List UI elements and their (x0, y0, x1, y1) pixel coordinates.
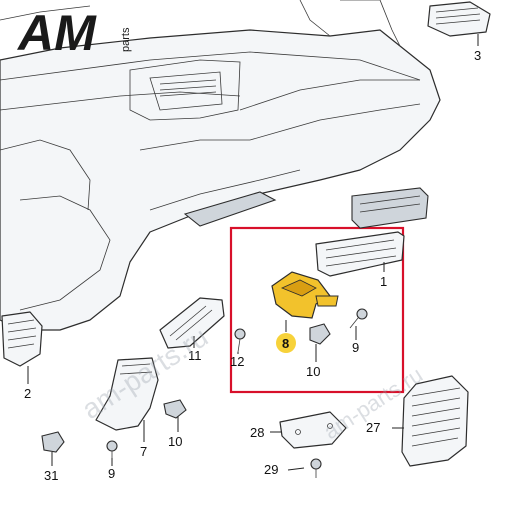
callout-11: 11 (188, 348, 202, 363)
callout-10-upper: 10 (306, 364, 320, 379)
callout-7: 7 (140, 444, 147, 459)
callout-8: 8 (282, 336, 289, 351)
callout-31: 31 (44, 468, 58, 483)
vent-housing-part-1 (315, 187, 429, 277)
bracket-part-8-highlighted (271, 271, 339, 319)
duct-part-7 (95, 357, 159, 431)
am-parts-logo: AM parts (16, 5, 132, 61)
bracket-part-11 (159, 297, 225, 349)
vent-part-3 (427, 1, 491, 37)
clip-part-10-lower (163, 399, 187, 419)
highlight-frame (229, 226, 405, 394)
screw-part-9-upper (349, 308, 368, 329)
dashboard-panel (0, 0, 441, 331)
screw-part-29 (310, 458, 322, 478)
logo-subtext: parts (120, 27, 132, 52)
callout-29: 29 (264, 462, 278, 477)
callout-2: 2 (24, 386, 31, 401)
vent-part-27 (401, 375, 469, 467)
callout-8-badge (276, 333, 296, 353)
callout-9-lower: 9 (108, 466, 115, 481)
callout-27: 27 (366, 420, 380, 435)
clip-part-31 (41, 431, 65, 453)
screw-part-9-lower (106, 440, 118, 460)
callout-12: 12 (230, 354, 244, 369)
cover-part-28 (279, 411, 347, 449)
screw-part-12 (234, 328, 246, 353)
clip-part-10-upper (309, 323, 331, 345)
vent-part-2 (1, 311, 43, 367)
leader-lines (27, 34, 479, 471)
dash-recess (183, 191, 277, 227)
callout-10-lower: 10 (168, 434, 182, 449)
callout-9-upper: 9 (352, 340, 359, 355)
callout-3: 3 (474, 48, 481, 63)
logo-mark: AM (16, 5, 97, 61)
callout-28: 28 (250, 425, 264, 440)
callout-1: 1 (380, 274, 387, 289)
